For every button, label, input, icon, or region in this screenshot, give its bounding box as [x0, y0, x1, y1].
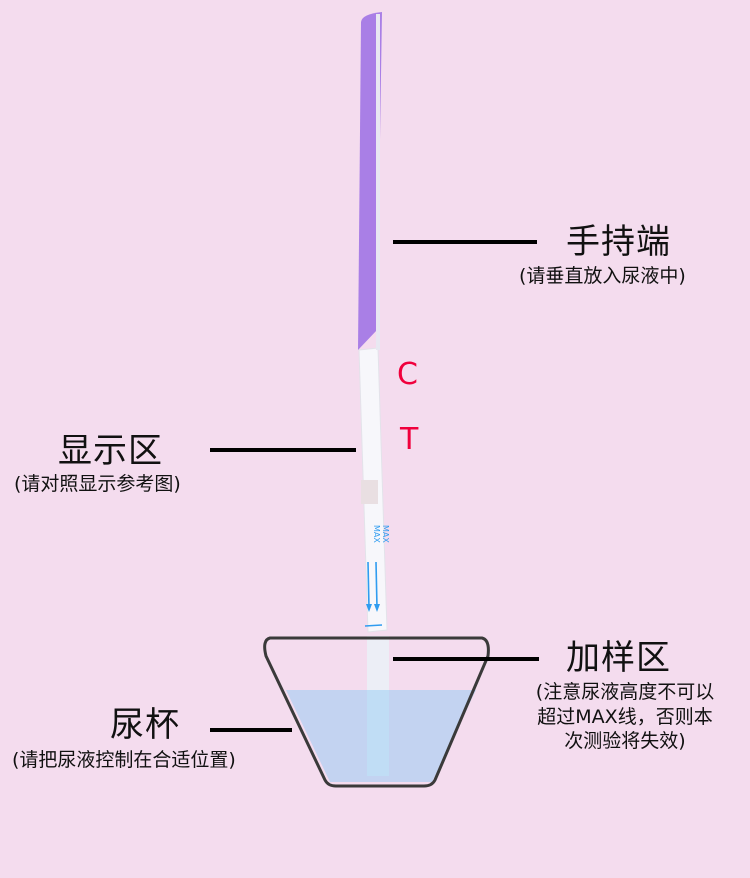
leader-line-display	[210, 448, 356, 452]
handle-edge	[376, 14, 380, 350]
label-sample-note: (注意尿液高度不可以 超过MAX线，否则本 次测验将失效)	[515, 680, 735, 754]
label-handle-note: (请垂直放入尿液中)	[519, 265, 686, 287]
test-line-marker: T	[400, 422, 419, 457]
test-strip-submerged	[367, 690, 389, 776]
max-line	[364, 624, 383, 627]
label-cup-note: (请把尿液控制在合适位置)	[12, 749, 236, 771]
sample-note-line-2: 超过MAX线，否则本	[537, 705, 713, 728]
leader-line-cup	[210, 728, 292, 732]
sample-note-line-3: 次测验将失效)	[564, 730, 686, 753]
max-label-2: MAX	[372, 525, 381, 543]
max-label-1: MAX	[381, 525, 390, 543]
display-window	[361, 480, 378, 504]
control-line-marker: C	[397, 357, 418, 392]
label-cup-title: 尿杯	[110, 705, 180, 745]
arrow-line-1	[367, 561, 370, 609]
label-display-title: 显示区	[58, 431, 163, 471]
label-handle-title: 手持端	[566, 222, 671, 262]
label-display-note: (请对照显示参考图)	[14, 473, 181, 495]
arrow-head-1	[366, 604, 372, 612]
arrow-head-2	[374, 604, 380, 612]
label-sample-title: 加样区	[566, 638, 671, 678]
sample-note-line-1: (注意尿液高度不可以	[535, 681, 715, 703]
leader-line-handle	[393, 240, 537, 244]
urine-cup	[263, 636, 490, 788]
leader-line-sample	[393, 657, 539, 661]
max-text: MAX MAX	[350, 525, 390, 555]
test-strip-in-cup	[367, 636, 389, 690]
arrow-line-2	[375, 561, 378, 609]
